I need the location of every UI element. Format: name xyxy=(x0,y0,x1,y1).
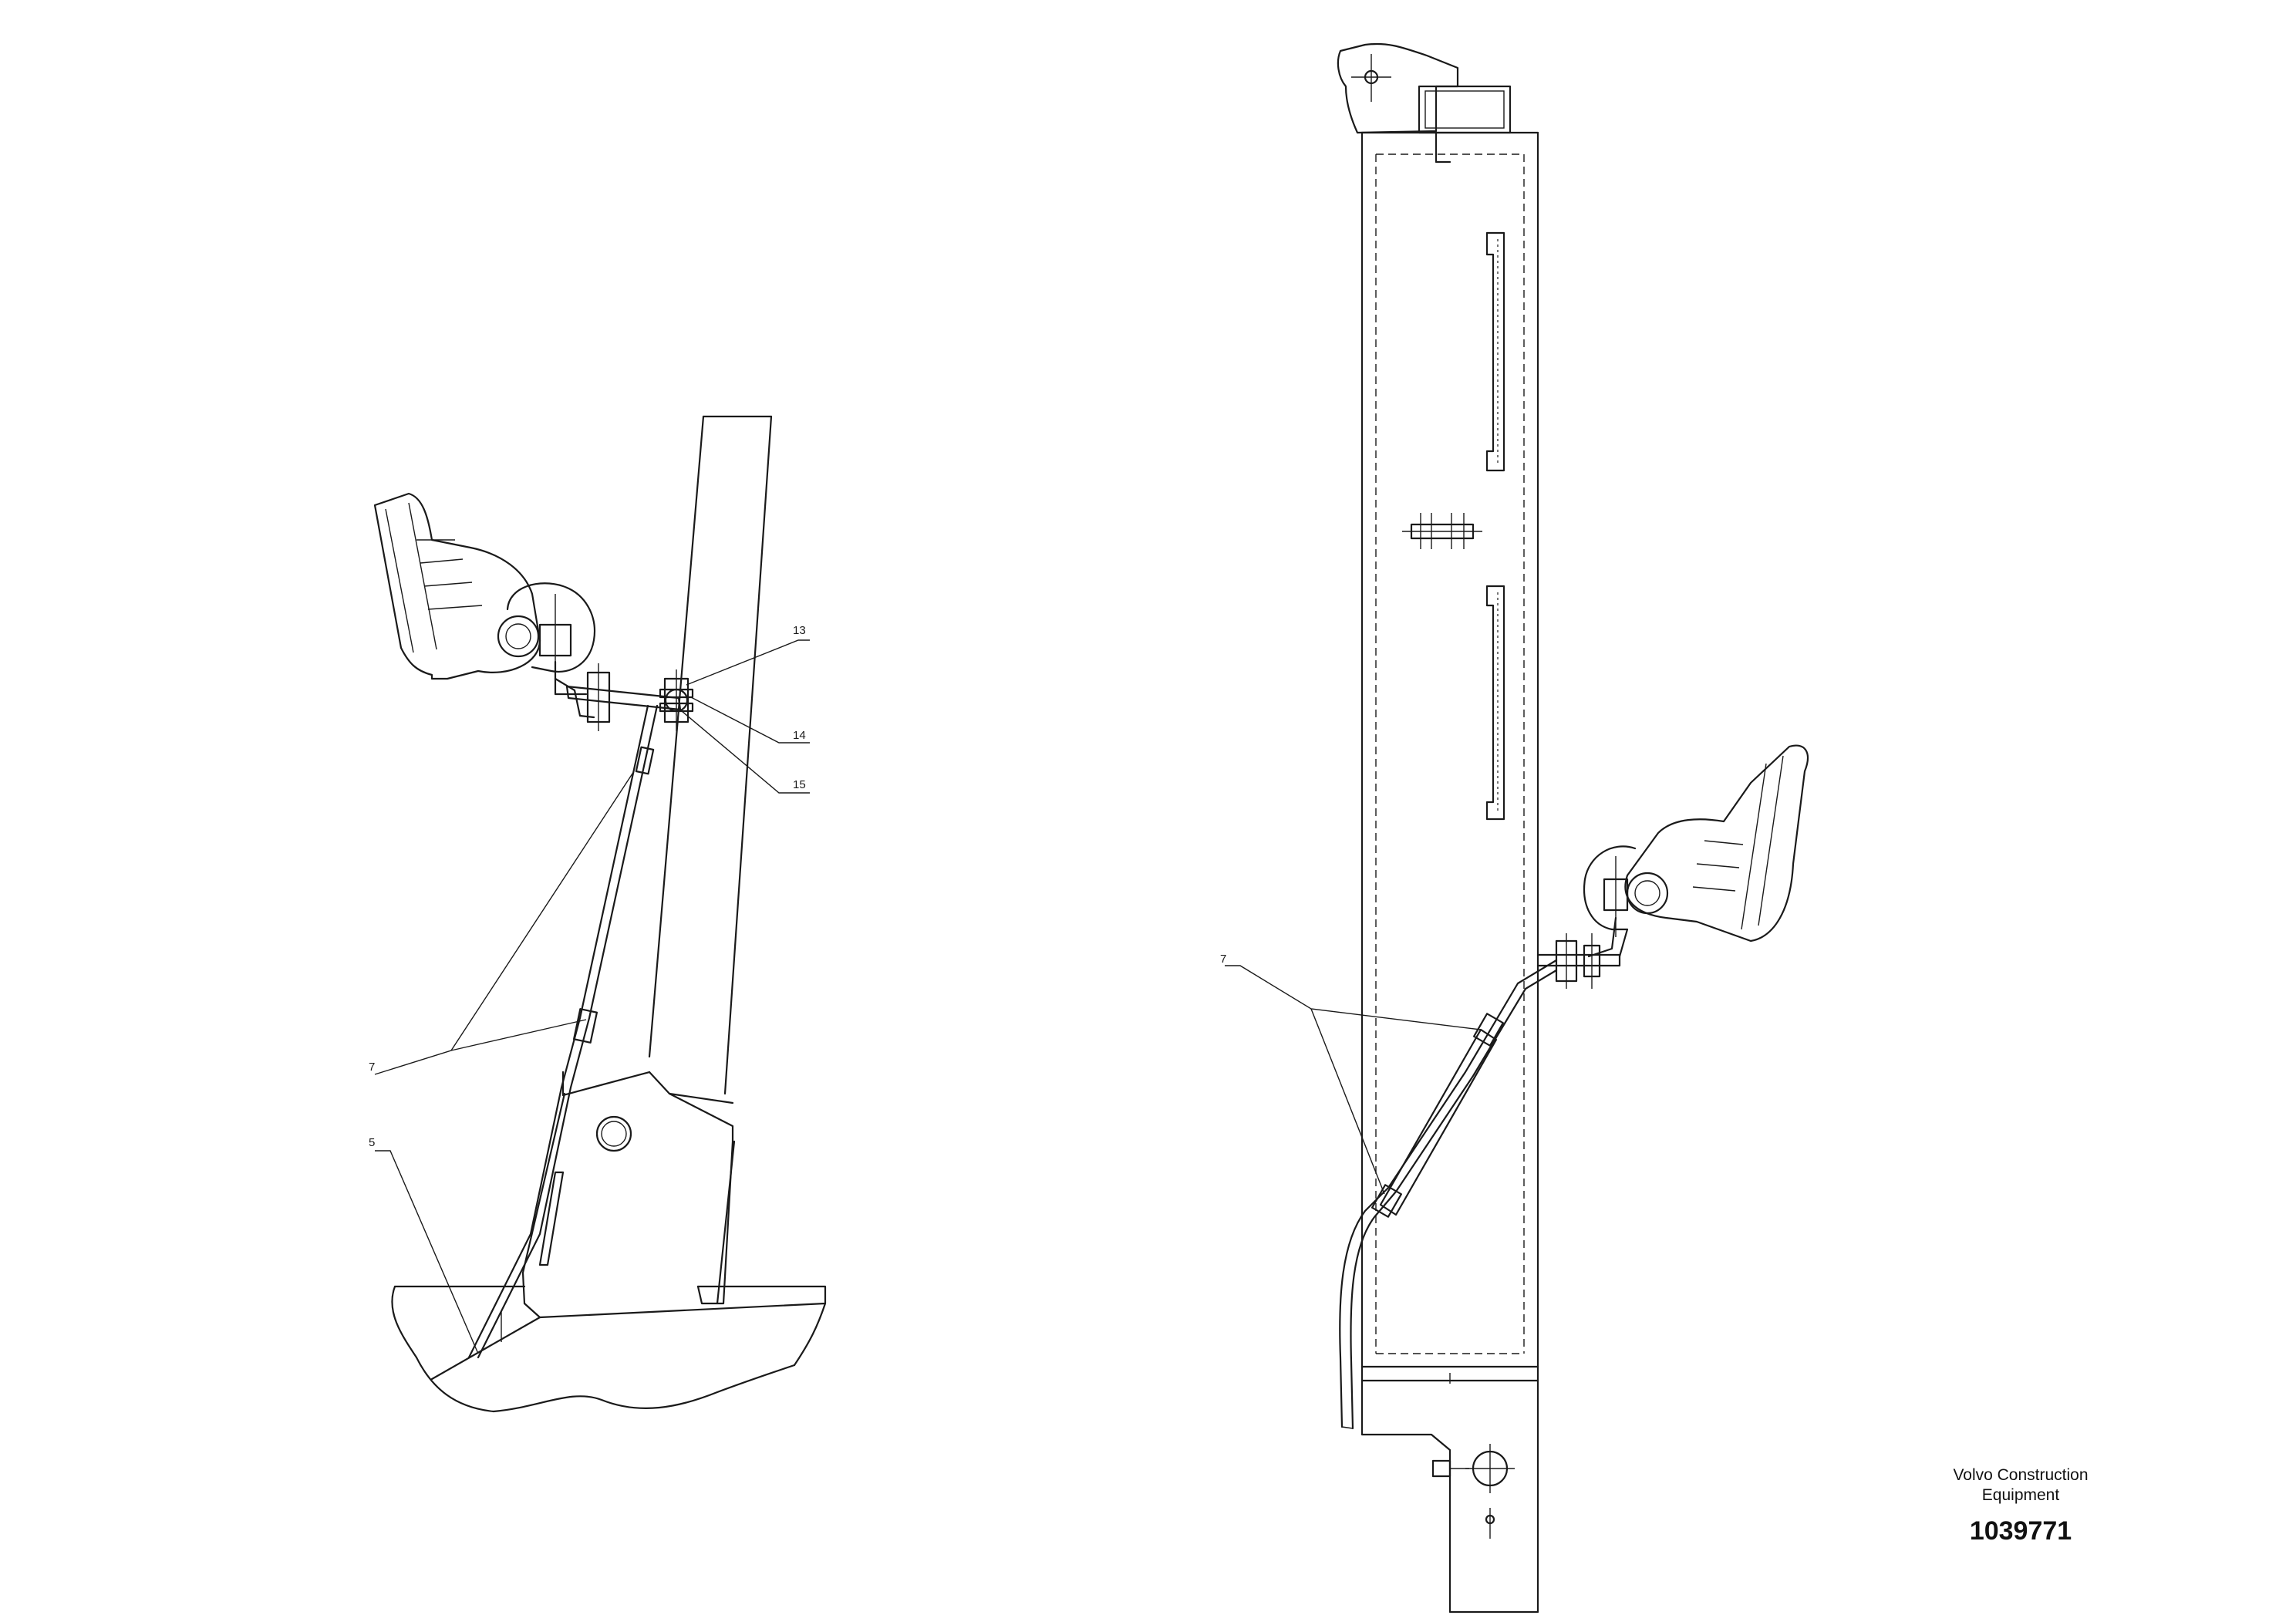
cable-left xyxy=(467,704,659,1359)
right-view: 7 xyxy=(1220,42,1809,1614)
top-hinge xyxy=(1337,42,1512,164)
leaders-left: 13 14 15 7 5 xyxy=(369,624,810,1354)
slots xyxy=(1485,231,1505,821)
company-name: Volvo Construction Equipment xyxy=(1953,1466,2089,1504)
bottom-fitting xyxy=(1360,1365,1539,1614)
leaders-right: 7 xyxy=(1220,953,1482,1195)
lamp-assembly-left xyxy=(373,492,596,719)
callout-7-right: 7 xyxy=(1220,953,1226,966)
mount-fasteners-right xyxy=(1536,933,1621,989)
callout-7-left: 7 xyxy=(369,1061,375,1074)
callout-15: 15 xyxy=(793,778,806,791)
document-number: 1039771 xyxy=(1969,1516,2072,1546)
pillar-tube xyxy=(648,415,773,1095)
callout-14: 14 xyxy=(793,729,806,742)
cable-right xyxy=(1339,959,1558,1430)
center-bolts xyxy=(1402,513,1482,549)
mount-fasteners-left xyxy=(565,663,694,731)
callout-13: 13 xyxy=(793,624,806,637)
left-view: 13 14 15 7 5 xyxy=(369,415,827,1413)
pillar-front xyxy=(1360,131,1539,1368)
lamp-assembly-right xyxy=(1583,744,1809,958)
base-bracket xyxy=(521,1071,736,1319)
ground-section xyxy=(391,1285,827,1413)
callout-5: 5 xyxy=(369,1136,375,1149)
title-block: Volvo Construction Equipment 1039771 xyxy=(1920,1465,2121,1546)
